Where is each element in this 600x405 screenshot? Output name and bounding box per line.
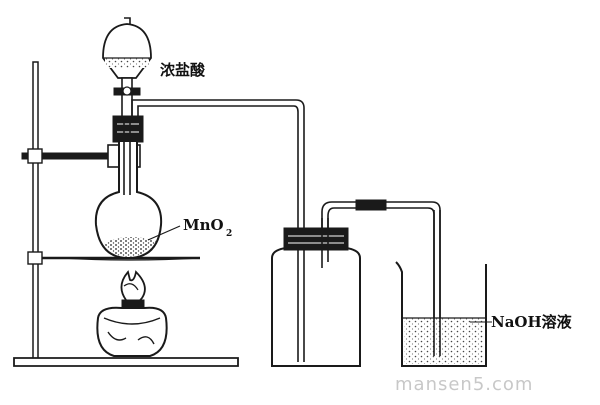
- round-bottom-flask: [94, 115, 181, 260]
- label-naoh-solution: NaOH溶液: [491, 313, 573, 331]
- beaker: [395, 210, 492, 367]
- label-mno2-base: MnO: [183, 216, 224, 234]
- iron-stand: [13, 61, 239, 367]
- flask-stopper: [112, 115, 144, 143]
- delivery-tube-1: [131, 99, 305, 362]
- label-mno2: MnO 2: [183, 216, 232, 239]
- naoh-solution: [404, 318, 484, 364]
- separatory-funnel: [102, 17, 152, 121]
- stand-rod: [32, 61, 39, 361]
- burner-flame: [120, 270, 146, 305]
- gas-collecting-bottle: [271, 218, 361, 367]
- label-mno2-subscript: 2: [226, 229, 232, 239]
- rubber-connector: [355, 199, 387, 211]
- bottle-stopper: [283, 227, 349, 251]
- watermark: mansen5.com: [395, 374, 533, 395]
- label-conc-hcl: 浓盐酸: [160, 61, 206, 79]
- alcohol-burner: [96, 270, 168, 357]
- stand-base: [13, 357, 239, 367]
- mno2-powder: [104, 236, 156, 257]
